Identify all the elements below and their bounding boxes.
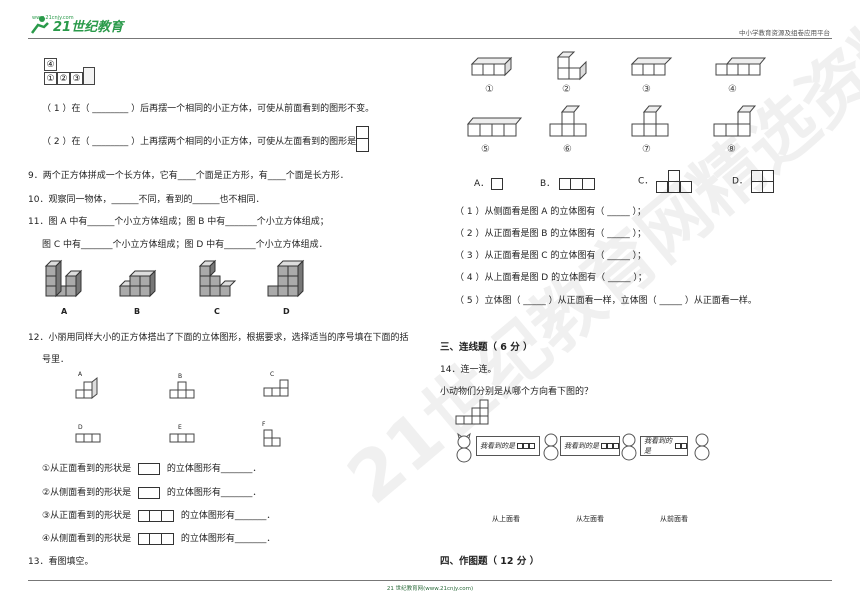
right-figure-3 xyxy=(630,57,673,76)
q8-left-view-shape xyxy=(356,126,369,152)
q12-label-f: F xyxy=(262,421,266,428)
fig-label-5: ⑤ xyxy=(481,144,490,155)
q11-label-c: C xyxy=(214,307,220,316)
numbered-cube-figure: ④ ① ② ③ xyxy=(42,58,102,92)
dog-animal-icon xyxy=(543,433,559,461)
right-q5: （ 5 ）立体图（ _____ ）从正面看一样，立体图（ _____ ）从正面看… xyxy=(455,296,757,306)
q11-figure-c xyxy=(198,259,237,297)
direction-front: 从前面看 xyxy=(660,515,688,523)
section-4-title: 四、作图题（ 12 分 ） xyxy=(440,556,540,567)
horse-animal-icon xyxy=(621,433,637,461)
fig-label-7: ⑦ xyxy=(642,144,651,155)
header-divider xyxy=(28,38,832,39)
q11-text-b: 图 C 中有_______个小立方体组成；图 D 中有_______个小立方体组… xyxy=(42,240,328,250)
q8-part2: （ 2 ）在（ ________ ）上再摆两个相同的小正方体，可使从左面看到的图… xyxy=(42,137,357,147)
q12-text-a: 12．小丽用同样大小的正方体搭出了下面的立体图形，根据要求，选择适当的序号填在下… xyxy=(28,333,409,343)
q11-figure-a xyxy=(44,259,83,298)
q12-figure-d xyxy=(75,433,101,443)
view-option-d: D． xyxy=(732,170,777,193)
speech-box-2: 我看到的是 xyxy=(560,436,620,456)
cat-animal-icon xyxy=(456,432,472,463)
pony-animal-icon xyxy=(694,433,710,461)
speech-box-3: 我看到的是 xyxy=(640,436,688,456)
q12-label-e: E xyxy=(178,424,182,431)
fig-label-3: ③ xyxy=(642,84,651,95)
fig-label-1: ① xyxy=(485,84,494,95)
right-figure-1 xyxy=(470,56,513,77)
q12-label-c: C xyxy=(270,371,275,378)
q9-text: 9．两个正方体拼成一个长方体，它有____个面是正方形，有____个面是长方形． xyxy=(28,171,349,181)
speech-box-1: 我看到的是 xyxy=(476,436,540,456)
direction-top: 从上面看 xyxy=(492,515,520,523)
q13-text: 13．看图填空。 xyxy=(28,557,94,567)
q12-label-d: D xyxy=(78,424,83,431)
q12-text-b: 号里． xyxy=(42,355,70,365)
q12-figure-b xyxy=(169,381,195,399)
right-figure-2 xyxy=(556,51,587,81)
direction-left: 从左面看 xyxy=(576,515,604,523)
q11-figure-b xyxy=(118,269,157,298)
q8-part1: （ 1 ）在（ ________ ）后再摆一个相同的小正方体，可使从前面看到的图… xyxy=(42,104,375,114)
q12-label-b: B xyxy=(178,373,183,380)
q12-item-1: ①从正面看到的形状是 的立体图形有_______． xyxy=(42,462,262,475)
right-figure-7 xyxy=(631,105,669,137)
fig-label-8: ⑧ xyxy=(727,144,736,155)
section-3-title: 三、连线题（ 6 分 ） xyxy=(440,342,533,353)
view-option-a: A． xyxy=(474,176,504,190)
header-platform-text: 中小学教育资源及组卷应用平台 xyxy=(739,29,830,37)
q12-item-4: ④从侧面看到的形状是 的立体图形有_______． xyxy=(42,532,276,545)
footer-divider xyxy=(28,580,832,581)
q12-figure-c xyxy=(263,379,289,397)
q12-figure-e xyxy=(169,433,195,443)
q11-label-d: D xyxy=(283,307,290,316)
right-figure-6 xyxy=(549,105,587,137)
view-option-c: C． xyxy=(638,170,694,193)
q14-subtext: 小动物们分别是从哪个方向看下图的？ xyxy=(440,387,594,397)
q12-item-3: ③从正面看到的形状是 的立体图形有_______． xyxy=(42,509,276,522)
site-logo: 21世纪教育 xyxy=(28,14,138,36)
q12-figure-a xyxy=(75,376,98,400)
q14-text: 14．连一连。 xyxy=(440,365,497,375)
q14-cube-figure xyxy=(455,399,489,425)
cube-label-4: ④ xyxy=(44,58,57,71)
q11-figure-d xyxy=(267,259,305,298)
fig-label-6: ⑥ xyxy=(563,144,572,155)
q12-label-a: A xyxy=(78,371,83,378)
right-figure-4 xyxy=(715,57,767,76)
q11-label-a: A xyxy=(61,307,68,316)
cube-label-1: ① xyxy=(44,72,57,85)
cube-label-3: ③ xyxy=(70,72,83,85)
runner-logo-icon xyxy=(31,16,49,34)
cube-label-2: ② xyxy=(57,72,70,85)
q12-item-2: ②从侧面看到的形状是 的立体图形有_______． xyxy=(42,486,262,499)
right-q4: （ 4 ）从上面看是图 D 的立体图有（ _____ ）； xyxy=(455,273,647,283)
q11-text-a: 11．图 A 中有______个小立方体组成；图 B 中有_______个小立方… xyxy=(28,217,329,227)
right-q1: （ 1 ）从侧面看是图 A 的立体图有（ _____ ）； xyxy=(455,207,647,217)
fig-label-4: ④ xyxy=(728,84,737,95)
fig-label-2: ② xyxy=(562,84,571,95)
logo-url: www.21cnjy.com xyxy=(32,15,74,21)
view-option-b: B． xyxy=(540,176,596,190)
right-q2: （ 2 ）从正面看是图 B 的立体图有（ _____ ）； xyxy=(455,229,647,239)
right-figure-8 xyxy=(713,105,757,137)
right-figure-5 xyxy=(466,117,523,137)
q10-text: 10．观察同一物体，______不同，看到的______也不相同． xyxy=(28,195,265,205)
logo-text: 21世纪教育 xyxy=(53,19,124,35)
q11-label-b: B xyxy=(134,307,141,316)
q12-figure-f xyxy=(263,429,281,447)
footer-text: 21 世纪教育网(www.21cnjy.com) xyxy=(386,586,474,592)
right-q3: （ 3 ）从正面看是图 C 的立体图有（ _____ ）； xyxy=(455,251,647,261)
